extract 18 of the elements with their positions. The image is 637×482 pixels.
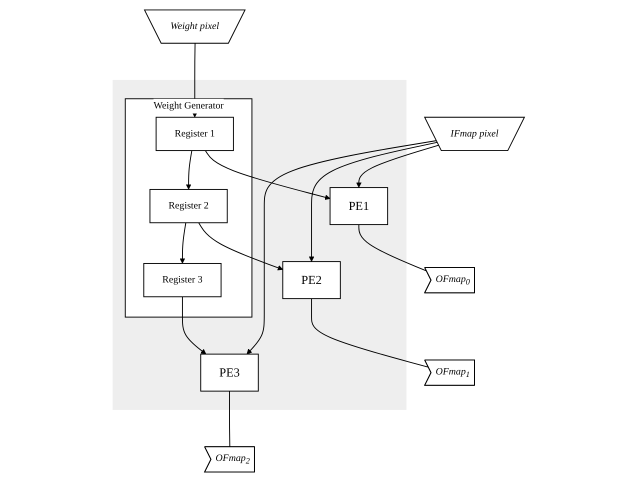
arrow [186,150,192,190]
node-box: PE1 [329,187,388,226]
cluster [112,80,406,410]
node-box: PE2 [282,261,341,300]
arrow [246,140,437,354]
connector [310,298,429,368]
node-box: PE3 [200,354,259,392]
arrow [356,144,440,188]
node-box: Register 1 [155,116,234,152]
connector [228,390,230,448]
arrow [182,296,206,354]
node-box: Register 3 [143,263,222,298]
arrow [198,222,283,270]
node-box: Register 2 [149,188,228,224]
connector [358,224,427,272]
arrow [204,150,330,200]
arrow [180,222,186,264]
arrow [308,142,438,262]
